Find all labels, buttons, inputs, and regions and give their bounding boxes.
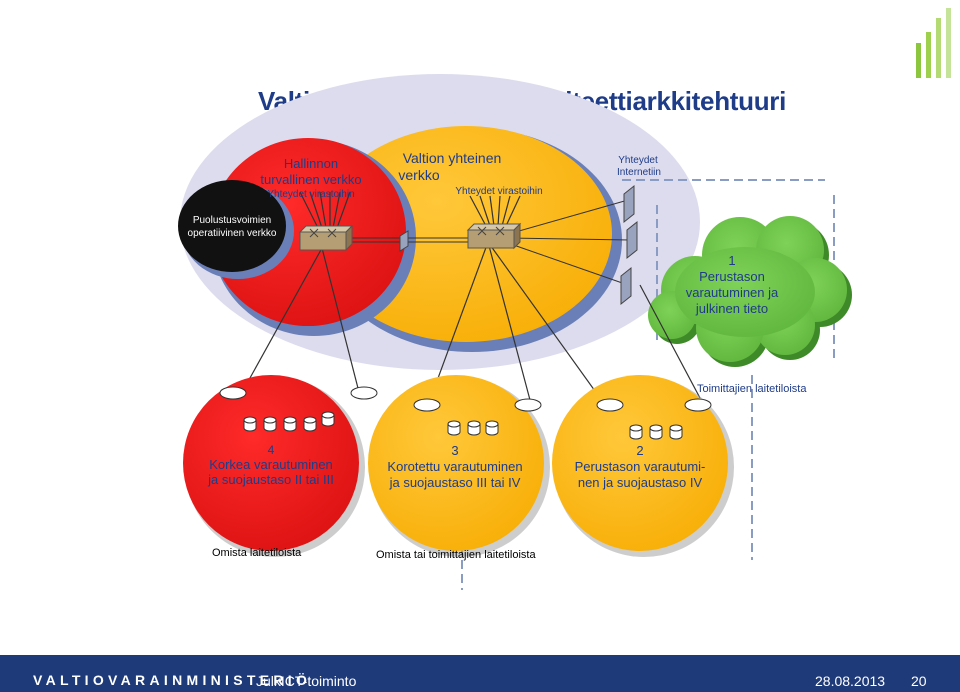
- hub-icon: [219, 386, 712, 412]
- logo-bars: [916, 8, 951, 78]
- defence-label-2: operatiivinen verkko: [188, 228, 277, 239]
- switch-icon: [298, 224, 354, 252]
- footer-program: JulkICT-toiminto: [256, 673, 357, 689]
- own-or-supplier-facilities-label: Omista tai toimittajien laitetiloista: [376, 549, 536, 561]
- level-3-label-2: ja suojaustaso III tai IV: [389, 475, 521, 490]
- shared-label-2: verkko: [398, 167, 439, 183]
- level-4-number: 4: [268, 443, 275, 457]
- cloud-label-3: julkinen tieto: [695, 301, 768, 316]
- page-number: 20: [911, 673, 927, 689]
- server-icons: [243, 411, 683, 440]
- switch-icon: [466, 222, 522, 250]
- cloud-label-1: Perustason: [699, 269, 765, 284]
- secure-label-1: Hallinnon: [284, 156, 338, 171]
- level-3-label-1: Korotettu varautuminen: [387, 459, 522, 474]
- secure-label-2: turvallinen verkko: [260, 172, 361, 187]
- footer-bar: [0, 655, 960, 692]
- own-facilities-label: Omista laitetiloista: [212, 547, 302, 559]
- logo-bar: [946, 8, 951, 78]
- cloud-number: 1: [728, 253, 735, 268]
- logo-bar: [916, 43, 921, 78]
- level-2-label-2: nen ja suojaustaso IV: [578, 475, 703, 490]
- supplier-facilities-label: Toimittajien laitetiloista: [697, 383, 807, 395]
- level-4-label-2: ja suojaustaso II tai III: [207, 472, 334, 487]
- logo-bar: [936, 18, 941, 78]
- firewall-icon: [399, 184, 638, 306]
- shared-sublabel: Yhteydet virastoihin: [455, 186, 542, 197]
- cloud-label-2: varautuminen ja: [686, 285, 779, 300]
- level-4-label-1: Korkea varautuminen: [209, 457, 333, 472]
- level-2-label-1: Perustason varautumi-: [575, 459, 706, 474]
- defence-network: [178, 180, 286, 272]
- secure-sublabel: Yhteydet virastoihin: [267, 189, 354, 200]
- level-3-number: 3: [451, 443, 458, 458]
- public-cloud: [648, 216, 852, 367]
- internet-label-1: Yhteydet: [618, 155, 658, 166]
- connection-lines: [239, 191, 701, 401]
- defence-label-1: Puolustusvoimien: [193, 215, 271, 226]
- footer-date: 28.08.2013: [815, 673, 886, 689]
- shared-label-1: Valtion yhteinen: [403, 150, 502, 166]
- level-2-circle: [552, 375, 734, 557]
- logo-bar: [926, 32, 931, 78]
- level-2-number: 2: [636, 443, 643, 458]
- ministry-logo-text: VALTIOVARAINMINISTERIÖ: [33, 672, 312, 688]
- level-3-circle: [368, 375, 550, 557]
- internet-label-2: Internetiin: [617, 167, 661, 178]
